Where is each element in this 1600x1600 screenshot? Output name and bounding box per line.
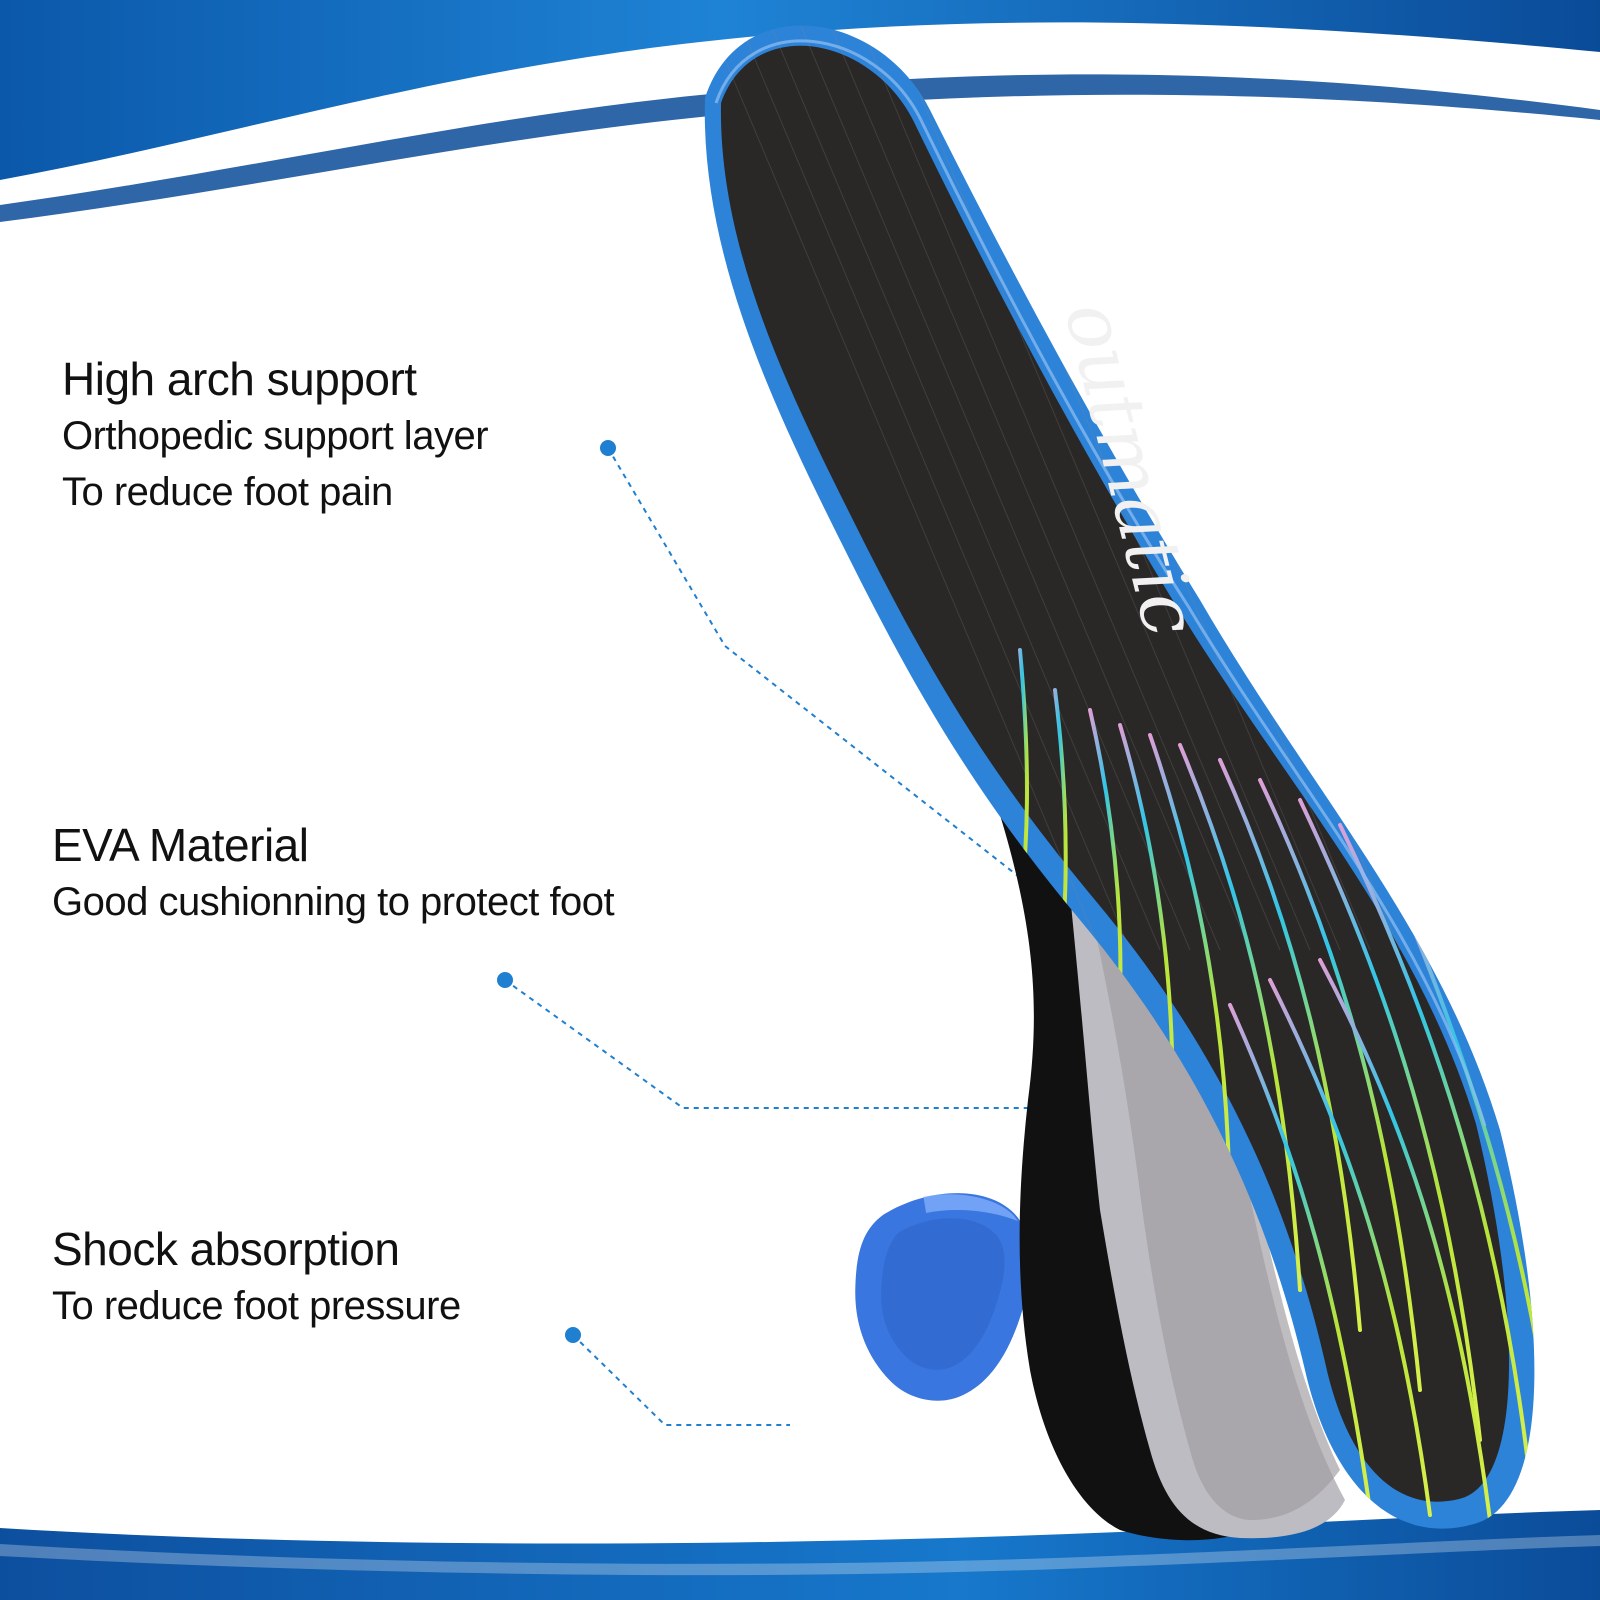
- top-wave-decoration: [0, 0, 1600, 180]
- feature-eva-material: EVA Material Good cushionning to protect…: [52, 816, 812, 930]
- feature-line: Orthopedic support layer: [62, 414, 489, 458]
- feature-title: Shock absorption: [52, 1223, 400, 1275]
- feature-title: EVA Material: [52, 819, 309, 871]
- heel-pad: [855, 1193, 1030, 1401]
- feature-line: Good cushionning to protect foot: [52, 880, 615, 924]
- feature-shock-absorption: Shock absorption To reduce foot pressure: [52, 1220, 812, 1334]
- feature-title: High arch support: [62, 353, 417, 405]
- feature-high-arch-support: High arch support Orthopedic support lay…: [62, 350, 822, 520]
- leader-lines: [504, 447, 1126, 1426]
- feature-line: To reduce foot pressure: [52, 1284, 461, 1328]
- leader-dots: [497, 440, 616, 1343]
- feature-line: To reduce foot pain: [62, 470, 393, 514]
